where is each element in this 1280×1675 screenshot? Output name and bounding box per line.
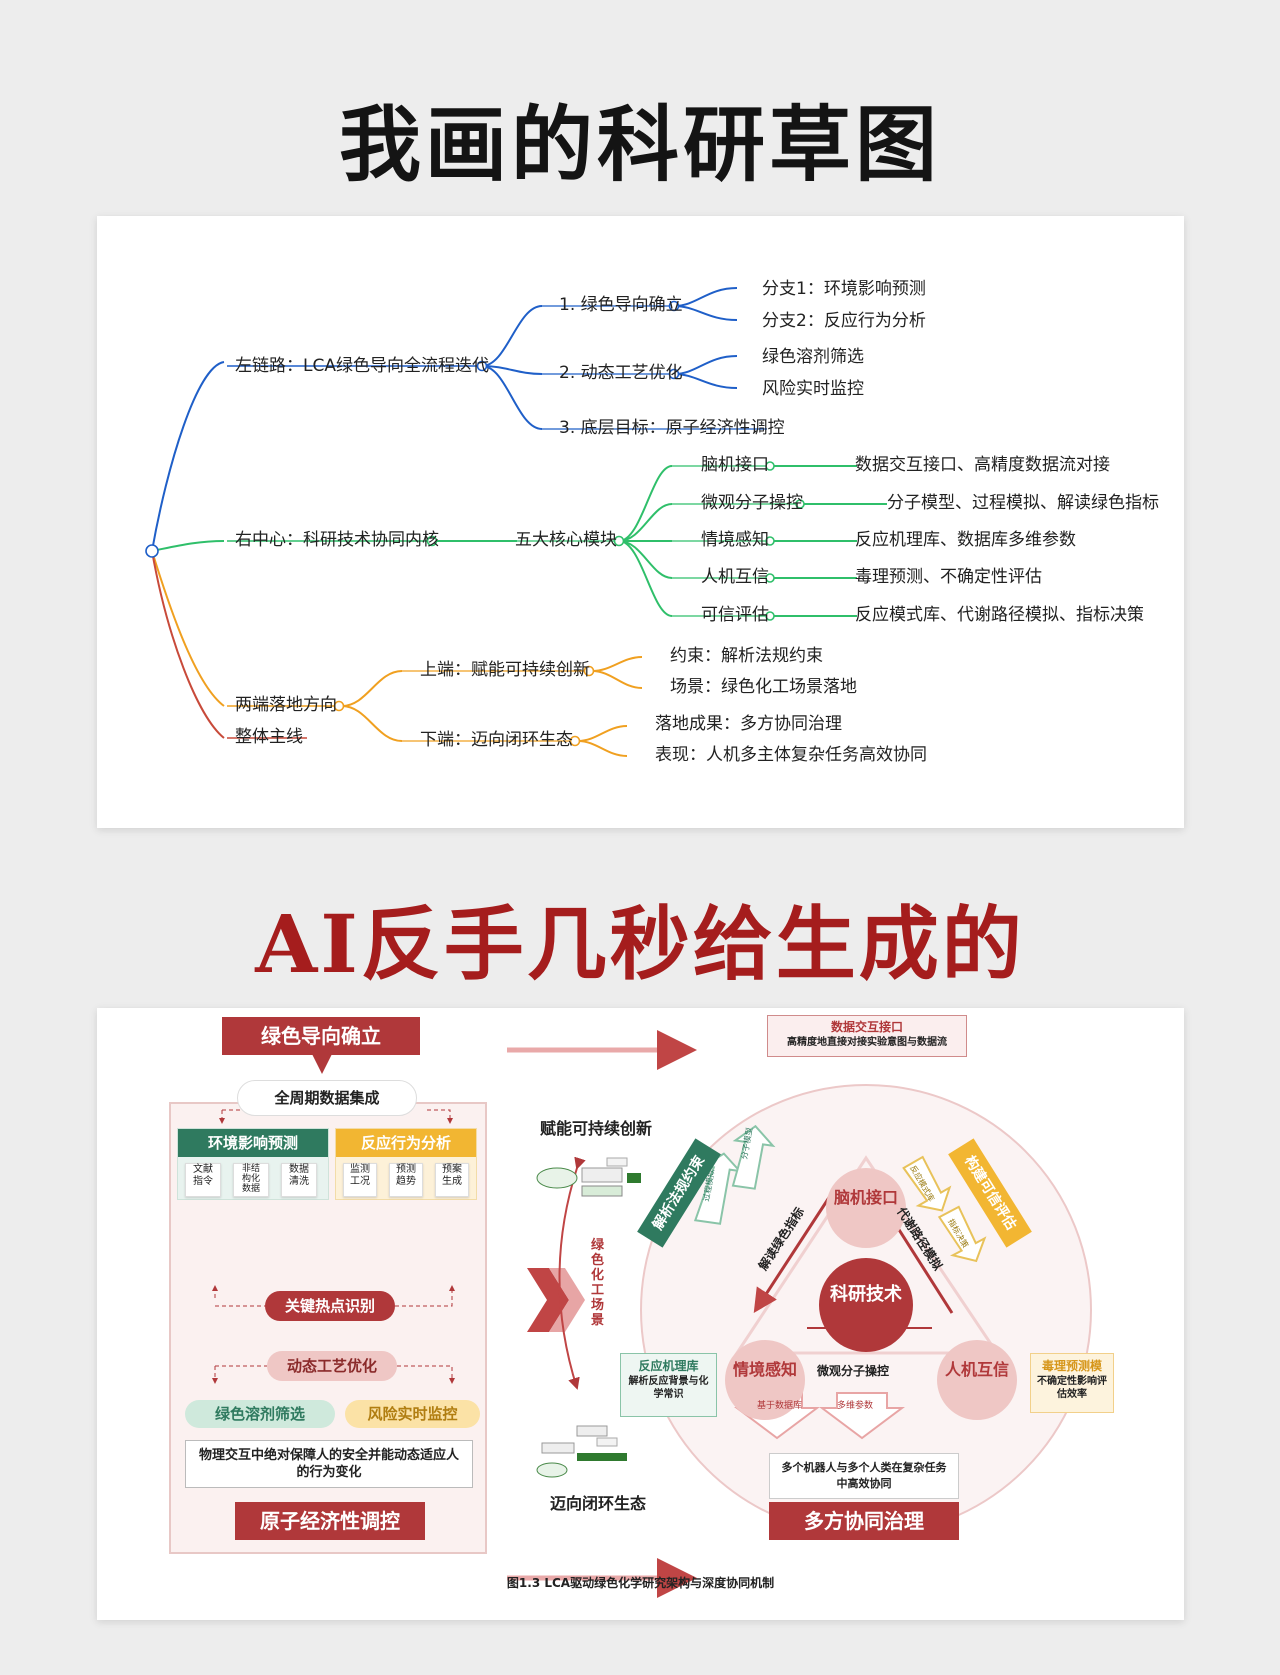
main-line: 整体主线 [235,727,303,747]
ends-down-2: 表现：人机多主体复杂任务高效协同 [655,745,927,765]
flow-illustration-bottom [536,1425,627,1478]
module-micro: 微观分子操控 [701,493,803,513]
scene-label: 绿色化工场景 [591,1238,605,1328]
center-label: 右中心：科研技术协同内核 [235,530,439,550]
green-orientation-box: 绿色导向确立 [222,1017,420,1055]
reaction-analysis-group: 反应行为分析 监测 工况 预测 趋势 预案 生成 [335,1128,477,1200]
env-predict-title: 环境影响预测 [178,1129,328,1157]
module-eval-desc: 反应模式库、代谢路径模拟、指标决策 [855,605,1144,625]
mechanism-box: 反应机理库 解析反应背景与化学常识 [620,1353,717,1417]
data-interface-title: 数据交互接口 [830,1020,903,1034]
left-branch-2b: 风险实时监控 [762,379,864,399]
collab-governance-box: 多方协同治理 [769,1502,959,1540]
toxicity-box: 毒理预测模 不确定性影响评估效率 [1030,1353,1114,1413]
core-node: 科研技术 [830,1284,902,1305]
ends-label: 两端落地方向 [235,695,337,715]
situation-node: 情境感知 [732,1360,797,1379]
data-interface-desc: 高精度地直接对接实验意图与数据流 [787,1037,947,1048]
mindmap-card: 左链路：LCA绿色导向全流程迭代 1. 绿色导向确立 分支1：环境影响预测 分支… [97,216,1184,828]
left-branch-3: 3. 底层目标：原子经济性调控 [559,418,785,438]
core-modules: 五大核心模块 [515,530,617,550]
left-branch-1a: 分支1：环境影响预测 [762,279,926,299]
module-situ: 情境感知 [701,530,769,550]
left-chain-label: 左链路：LCA绿色导向全流程迭代 [235,356,489,376]
ends-up-2: 场景：绿色化工场景落地 [670,677,857,697]
risk-monitor-pill: 风险实时监控 [345,1400,480,1428]
title-ai: AI反手几秒给生成的 [255,897,1025,991]
react-item: 监测 工况 [343,1163,377,1197]
react-item: 预案 生成 [435,1163,469,1197]
reaction-analysis-title: 反应行为分析 [336,1129,476,1157]
data-integration-pill: 全周期数据集成 [237,1080,417,1116]
module-bci: 脑机接口 [701,455,769,475]
mechanism-desc: 解析反应背景与化学常识 [628,1376,709,1400]
green-solvent-pill: 绿色溶剂筛选 [185,1400,335,1428]
collab-desc: 多个机器人与多个人类在复杂任务中高效协同 [769,1453,959,1499]
title-sketch: 我画的科研草图 [338,97,941,193]
ends-up-1: 约束：解析法规约束 [670,646,823,666]
atom-economy-box: 原子经济性调控 [235,1502,425,1540]
mindmap-links [145,287,887,757]
micro-control-label: 微观分子操控 [817,1364,890,1378]
sustain-label: 赋能可持续创新 [540,1119,653,1138]
dynamic-optimization-pill: 动态工艺优化 [267,1351,397,1381]
env-item: 非结 构化 数据 [233,1163,269,1197]
module-micro-desc: 分子模型、过程模拟、解读绿色指标 [887,493,1159,513]
ends-up: 上端：赋能可持续创新 [420,660,590,680]
safety-note: 物理交互中绝对保障人的安全并能动态适应人的行为变化 [185,1440,473,1488]
bci-node: 脑机接口 [833,1188,898,1207]
base-db-label: 基于数据库 [757,1401,803,1411]
data-interface-box: 数据交互接口 高精度地直接对接实验意图与数据流 [767,1015,967,1057]
module-trust: 人机互信 [701,567,769,587]
mechanism-title: 反应机理库 [638,1359,699,1373]
ends-down-1: 落地成果：多方协同治理 [655,714,842,734]
toxicity-desc: 不确定性影响评估效率 [1037,1376,1107,1400]
react-item: 预测 趋势 [389,1163,423,1197]
hotspot-pill: 关键热点识别 [265,1291,395,1321]
module-eval: 可信评估 [701,605,769,625]
left-branch-2a: 绿色溶剂筛选 [762,347,864,367]
left-branch-1b: 分支2：反应行为分析 [762,311,926,331]
diagram-card: 绿色导向确立 全周期数据集成 环境影响预测 文献 指令 非结 构化 数据 数据 … [97,1008,1184,1620]
env-item: 文献 指令 [185,1163,221,1197]
toxicity-title: 毒理预测模 [1041,1359,1102,1373]
left-branch-2: 2. 动态工艺优化 [559,363,683,383]
left-branch-1: 1. 绿色导向确立 [559,295,683,315]
figure-caption: 图1.3 LCA驱动绿色化学研究架构与深度协同机制 [506,1576,775,1590]
module-trust-desc: 毒理预测、不确定性评估 [855,567,1042,587]
env-predict-group: 环境影响预测 文献 指令 非结 构化 数据 数据 清洗 [177,1128,329,1200]
closed-loop-label: 迈向闭环生态 [550,1494,647,1513]
module-bci-desc: 数据交互接口、高精度数据流对接 [855,455,1110,475]
flow-illustration-top [536,1157,641,1197]
multi-param-label: 多维参数 [837,1401,874,1411]
module-situ-desc: 反应机理库、数据库多维参数 [855,530,1076,550]
trust-node: 人机互信 [944,1360,1009,1379]
env-item: 数据 清洗 [281,1163,317,1197]
ends-down: 下端：迈向闭环生态 [420,730,573,750]
